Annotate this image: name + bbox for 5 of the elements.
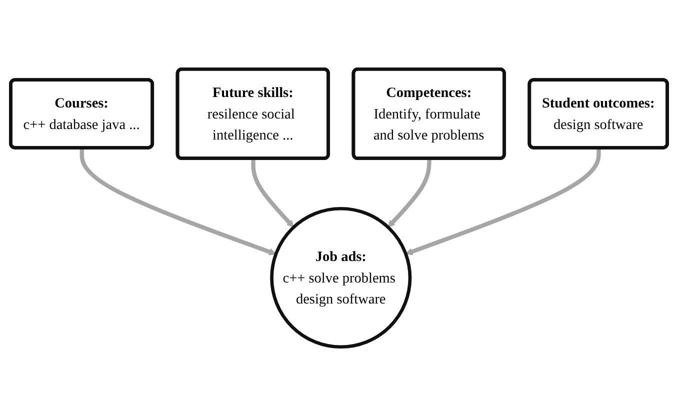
- arrow: [251, 158, 294, 228]
- arrow: [388, 158, 432, 228]
- arrow: [405, 148, 601, 255]
- arrow: [80, 148, 276, 255]
- node-circle: Job ads: c++ solve problems design software: [270, 206, 412, 348]
